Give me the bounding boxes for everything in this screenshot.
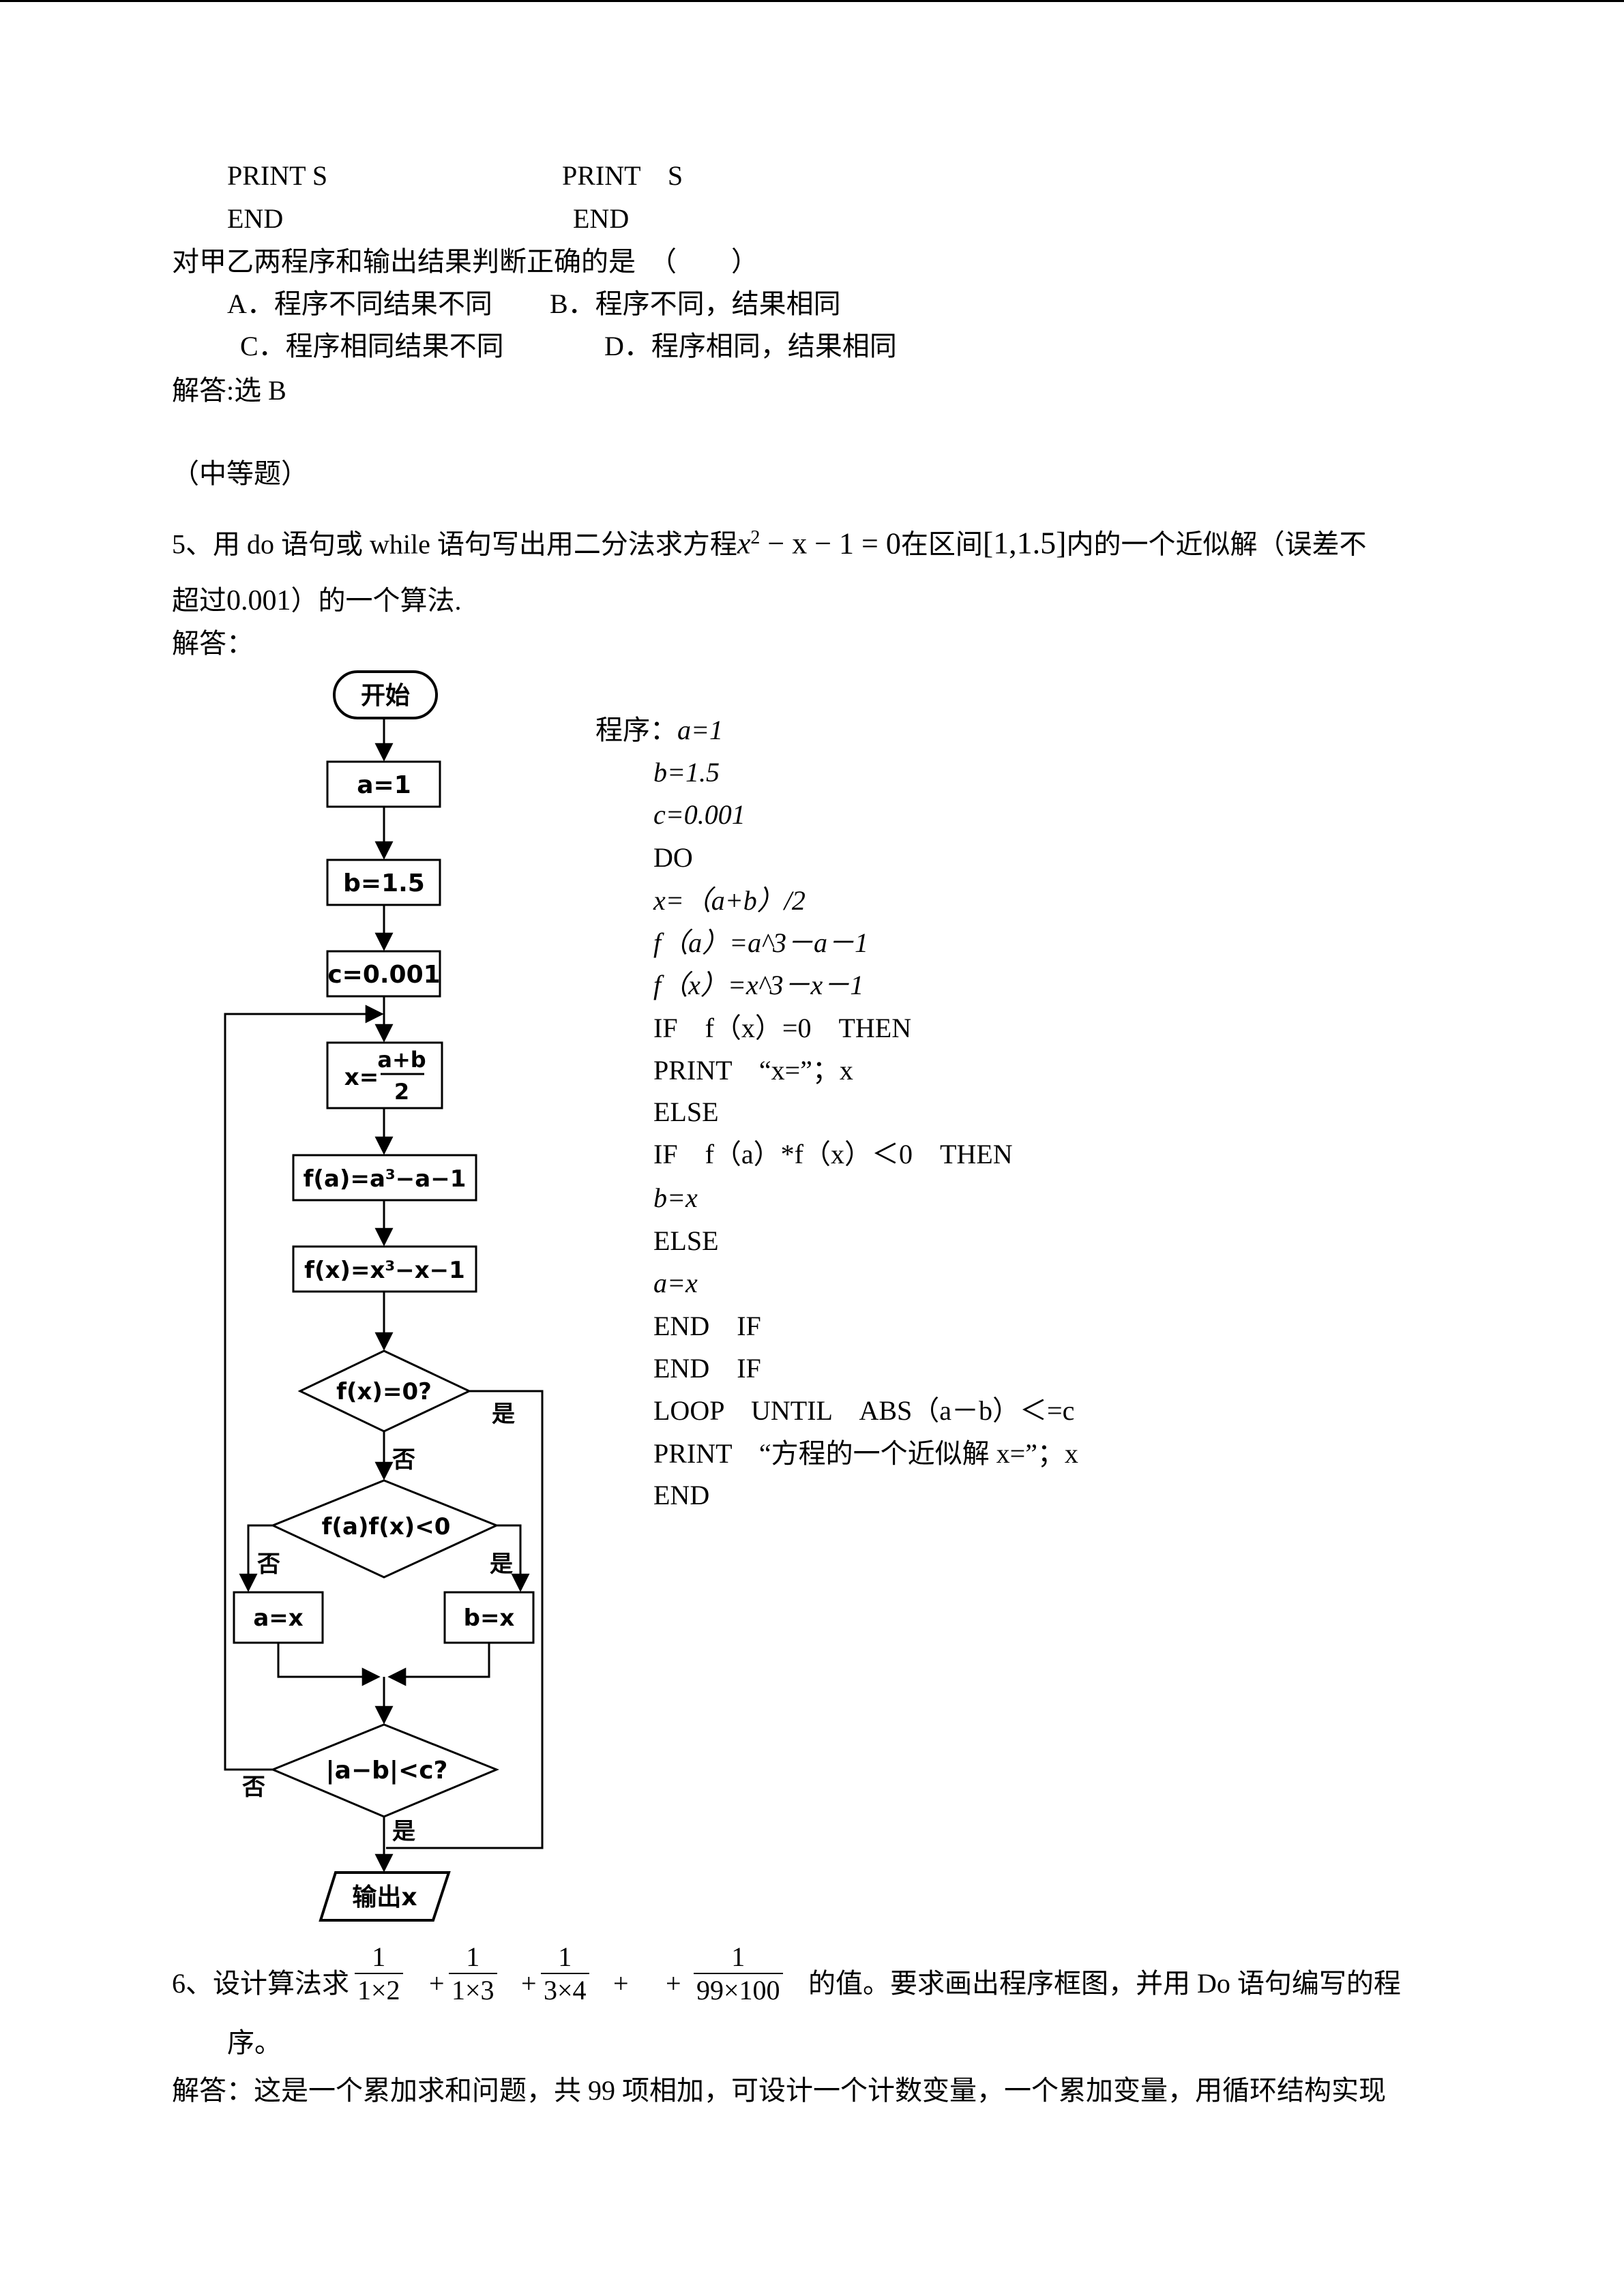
x-num-label: a+b xyxy=(377,1047,426,1073)
code-line: END IF xyxy=(653,1353,761,1384)
code-line: b=1.5 xyxy=(653,757,720,788)
no-label-cond1: 否 xyxy=(392,1446,415,1474)
code-line: DO xyxy=(653,842,693,873)
option-b: B．程序不同，结果相同 xyxy=(550,288,841,319)
yes-label-cond1: 是 xyxy=(492,1401,515,1428)
code-line: PRINT “x=”；x xyxy=(653,1055,853,1086)
top-border xyxy=(0,0,1624,2)
section-label: （中等题） xyxy=(172,458,308,489)
left-print: PRINT S xyxy=(227,160,328,191)
option-a: A．程序不同结果不同 xyxy=(227,288,492,319)
option-c: C．程序相同结果不同 xyxy=(240,331,504,361)
code-line: a=x xyxy=(653,1268,698,1298)
code-line: END IF xyxy=(653,1311,761,1341)
start-label: 开始 xyxy=(361,682,410,710)
code-line: LOOP UNTIL ABS（a－b）＜=c xyxy=(653,1395,1075,1426)
x-lhs-label: x= xyxy=(344,1064,379,1091)
code-line: IF f（x）=0 THEN xyxy=(653,1013,912,1043)
yes-label-cond3: 是 xyxy=(392,1818,415,1845)
cond2-diamond xyxy=(270,1479,499,1579)
q6-answer: 解答：这是一个累加求和问题，共 99 项相加，可设计一个计数变量，一个累加变量，… xyxy=(172,2075,1386,2106)
answer-text: 解答:选 B xyxy=(172,375,286,406)
assign-a-label: a=x xyxy=(253,1605,303,1632)
code-line: f（x）=x^3－x－1 xyxy=(653,970,864,1000)
question-text: 对甲乙两程序和输出结果判断正确的是 （ ） xyxy=(172,246,758,277)
code-line: b=x xyxy=(653,1182,698,1213)
cond3-label: |a−b|<c? xyxy=(326,1757,448,1785)
code-line: ELSE xyxy=(653,1225,719,1256)
start-terminal xyxy=(333,670,438,719)
output-label: 输出x xyxy=(352,1883,417,1911)
fa-label: f(a)=a³−a−1 xyxy=(304,1165,467,1193)
code-line: PRINT “方程的一个近似解 x=”；x xyxy=(653,1438,1078,1469)
no-label-cond2: 否 xyxy=(257,1551,280,1578)
right-end: END xyxy=(573,203,630,234)
plus-sign: + xyxy=(521,1968,537,1999)
yes-label-cond2: 是 xyxy=(490,1551,513,1578)
plus-sign: + xyxy=(666,1968,681,1999)
assign-b-label: b=x xyxy=(464,1605,515,1632)
output-parallelogram xyxy=(319,1871,451,1922)
plus-sign: + xyxy=(429,1968,445,1999)
c-init-label: c=0.001 xyxy=(327,961,440,989)
b-init-label: b=1.5 xyxy=(343,869,425,897)
code-line: c=0.001 xyxy=(653,799,745,830)
q5-line2: 超过0.001）的一个算法. xyxy=(172,585,462,616)
code-line: IF f（a）*f（x）＜0 THEN xyxy=(653,1139,1013,1169)
q6-line2: 序。 xyxy=(227,2027,282,2058)
code-line: END xyxy=(653,1480,710,1510)
fx-label: f(x)=x³−x−1 xyxy=(304,1257,465,1284)
option-d: D．程序相同，结果相同 xyxy=(604,331,897,361)
left-end: END xyxy=(227,203,284,234)
plus-sign: + xyxy=(613,1968,629,1999)
a-init-label: a=1 xyxy=(357,771,411,799)
code-line: ELSE xyxy=(653,1097,719,1127)
q5-line1: 5、用 do 语句或 while 语句写出用二分法求方程x2 − x − 1 =… xyxy=(172,525,1367,561)
q6-prefix: 6、设计算法求 xyxy=(172,1968,349,1999)
code-line: x=（a+b）/2 xyxy=(653,885,806,916)
code-line: f（a）=a^3－a－1 xyxy=(653,927,868,958)
right-print: PRINT S xyxy=(562,160,683,191)
q6-suffix: 的值。要求画出程序框图，并用 Do 语句编写的程 xyxy=(808,1968,1401,1999)
cond2-label: f(a)f(x)<0 xyxy=(322,1513,451,1540)
q5-answer-label: 解答： xyxy=(172,628,254,659)
x-den-label: 2 xyxy=(394,1079,409,1105)
no-label-cond3: 否 xyxy=(242,1774,265,1801)
cond1-label: f(x)=0? xyxy=(336,1378,432,1405)
program-label: 程序：a=1 xyxy=(595,715,723,745)
